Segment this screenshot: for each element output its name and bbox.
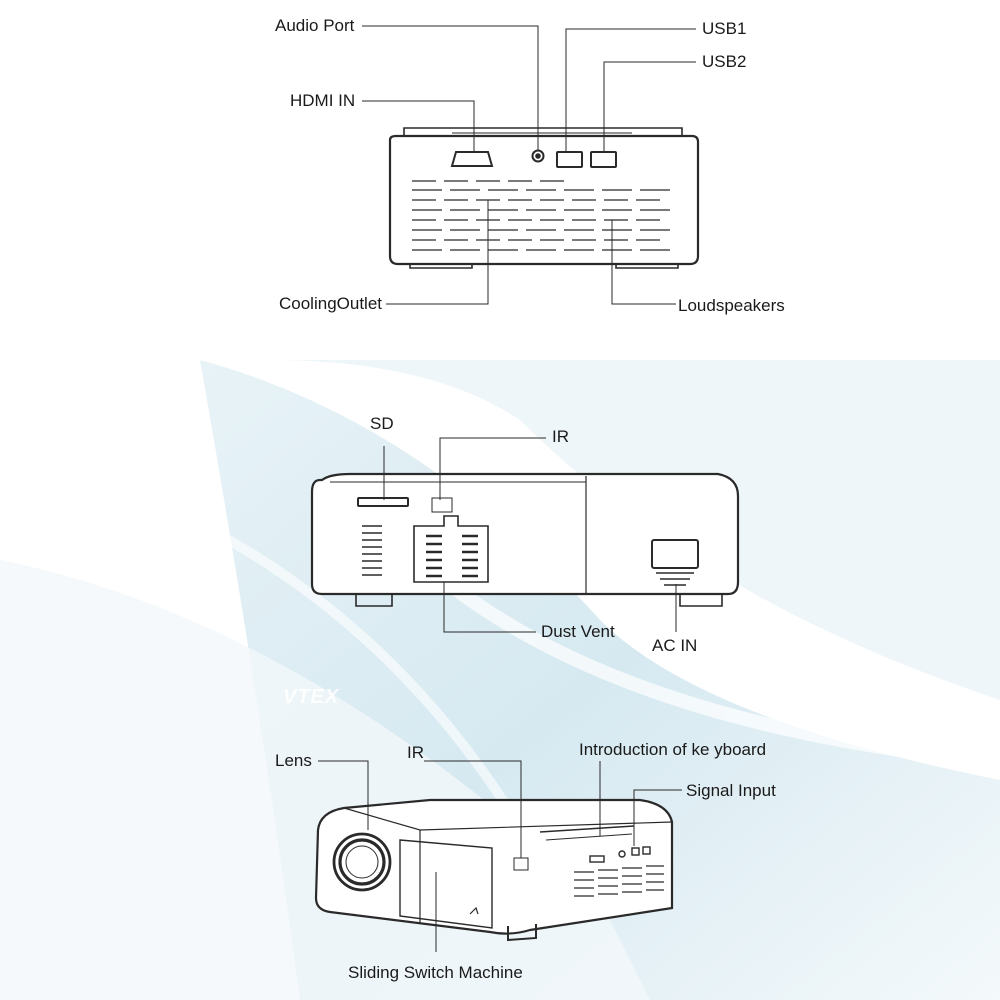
label-loudspeakers: Loudspeakers (678, 296, 785, 315)
label-ac-in: AC IN (652, 636, 698, 655)
side-leaders (383, 437, 677, 633)
label-cooling-outlet: CoolingOutlet (279, 294, 383, 313)
back-leaders (362, 25, 696, 305)
label-ir-side: IR (552, 427, 569, 446)
front-leaders (318, 760, 682, 952)
side-view-body (310, 437, 740, 633)
usb1-port-shape (556, 151, 583, 168)
watermark: VTEX (283, 686, 340, 708)
front-view-body (314, 760, 682, 952)
label-lens: Lens (275, 751, 312, 770)
back-vent-slots (412, 180, 670, 251)
label-usb2: USB2 (702, 52, 747, 71)
ir-window-shape (431, 497, 453, 513)
ac-in-socket-shape (651, 539, 699, 569)
label-signal-input: Signal Input (686, 781, 776, 800)
label-hdmi-in: HDMI IN (290, 91, 356, 110)
label-usb1: USB1 (702, 19, 747, 38)
sd-slot-shape (357, 497, 409, 507)
back-view-body (362, 25, 700, 305)
label-keyboard: Introduction of ke yboard (579, 740, 767, 759)
lens-shape (332, 832, 392, 892)
label-sd: SD (370, 414, 394, 433)
hdmi-port-shape (450, 151, 494, 167)
audio-port-shape (531, 149, 545, 163)
dust-vent-shape (413, 515, 489, 583)
label-audio-port: Audio Port (275, 16, 355, 35)
label-dust-vent: Dust Vent (541, 622, 615, 641)
label-sliding-switch: Sliding Switch Machine (348, 963, 523, 982)
label-ir-front: IR (407, 743, 424, 762)
